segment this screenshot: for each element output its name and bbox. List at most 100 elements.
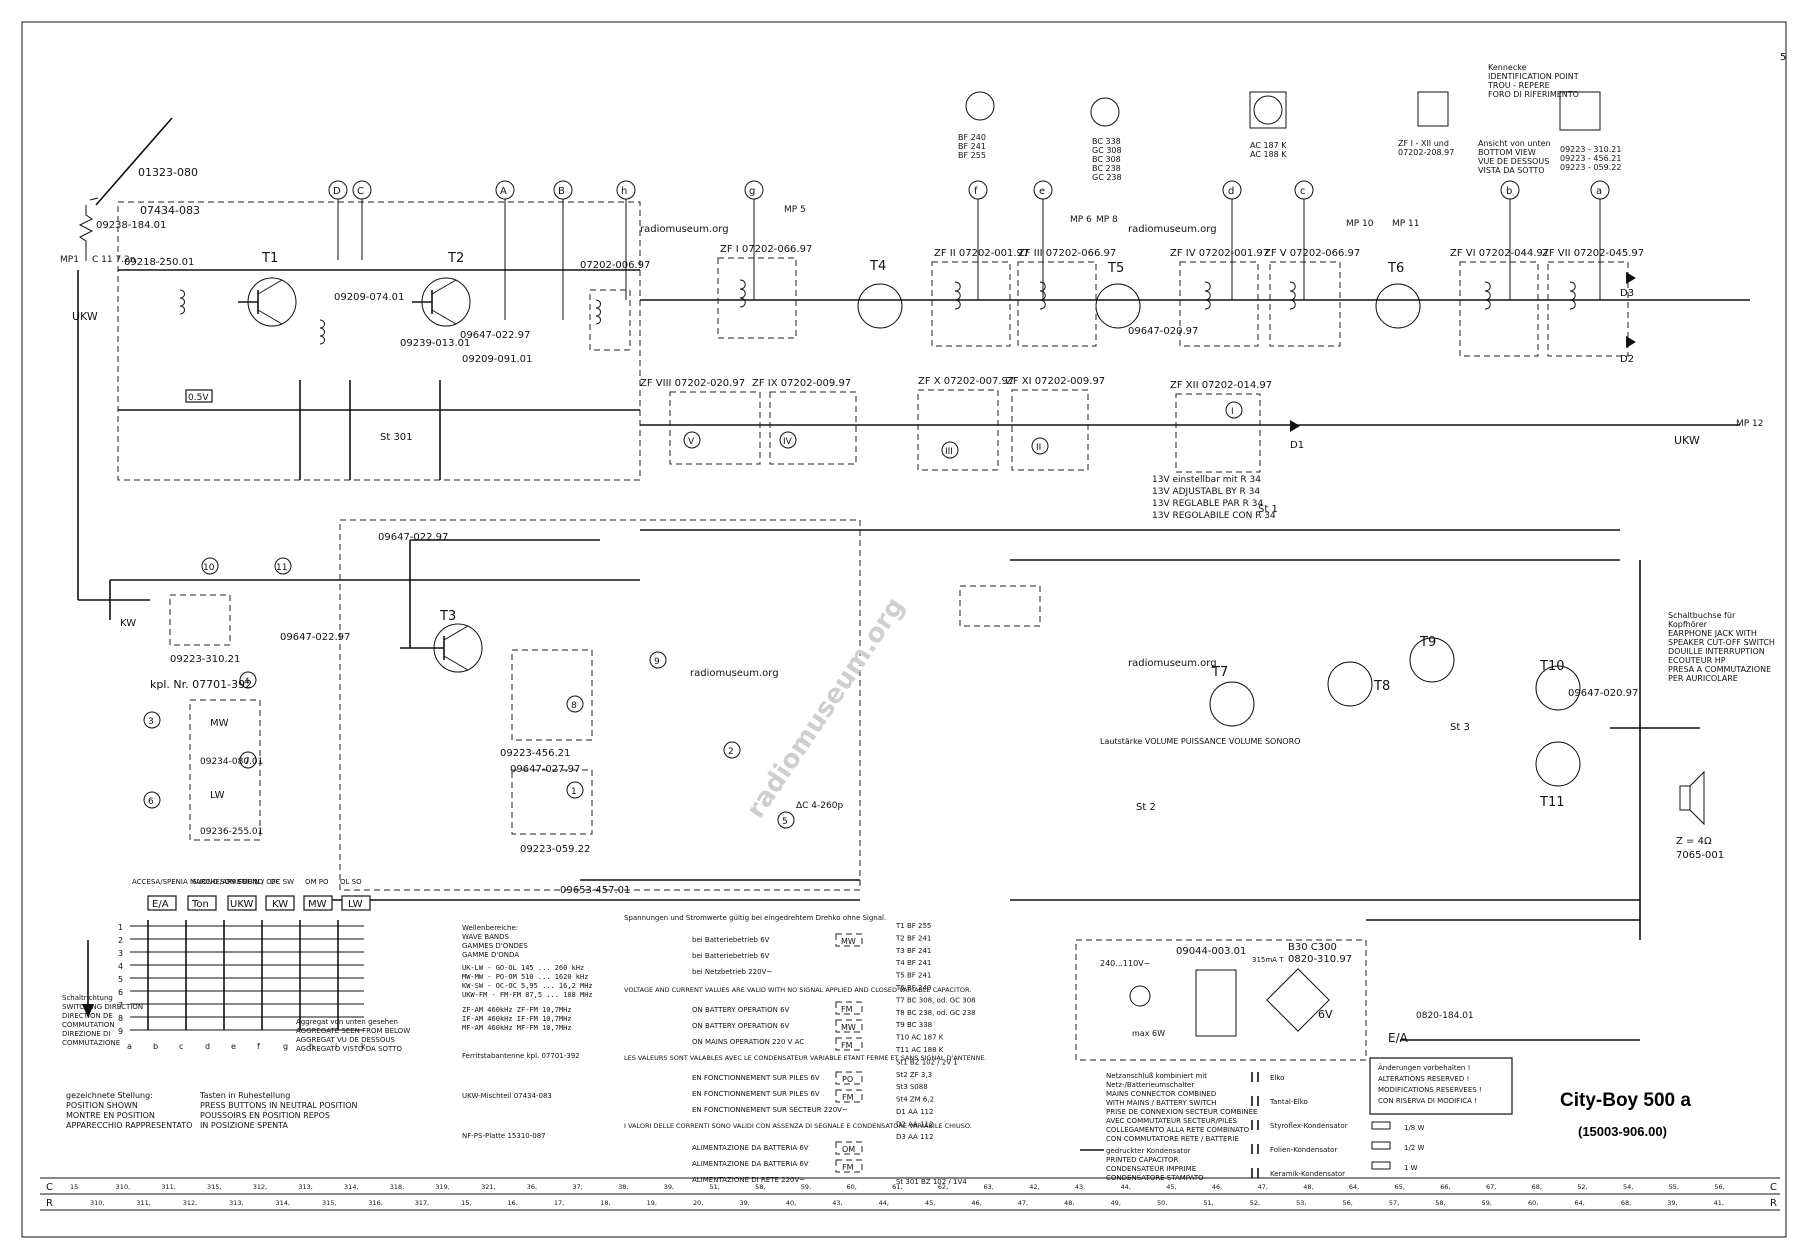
switch-row-label: 6 xyxy=(118,988,123,997)
ruler-c-value: 59, xyxy=(801,1183,811,1191)
ruler-c-value: 42, xyxy=(1029,1183,1039,1191)
zf-4-box xyxy=(1179,261,1259,347)
svg-text:LES VALEURS SONT VALABLES AVEC: LES VALEURS SONT VALABLES AVEC LE CONDEN… xyxy=(624,1054,987,1062)
zf-1-box xyxy=(717,257,797,339)
ruler-r-value: 19, xyxy=(647,1199,657,1207)
svg-text:8: 8 xyxy=(571,701,577,711)
vhf-diode: St 301 xyxy=(380,432,413,443)
osc2-coil-label: 09223-059.22 xyxy=(520,844,590,855)
svg-text:PRESS BUTTONS IN NEUTRAL POSIT: PRESS BUTTONS IN NEUTRAL POSITION xyxy=(200,1101,357,1110)
svg-text:CON COMMUTATORE RETE / BATTERI: CON COMMUTATORE RETE / BATTERIE xyxy=(1106,1135,1239,1143)
svg-text:UKW-Mischteil 07434-083: UKW-Mischteil 07434-083 xyxy=(462,1092,552,1100)
svg-text:ON MAINS OPERATION 220 V AC: ON MAINS OPERATION 220 V AC xyxy=(692,1038,804,1046)
watermark-2: radiomuseum.org xyxy=(1128,224,1217,235)
svg-text:DOUILLE INTERRUPTION: DOUILLE INTERRUPTION xyxy=(1668,647,1765,656)
model-name: City-Boy 500 a xyxy=(1560,1090,1691,1111)
svg-text:BF 240: BF 240 xyxy=(958,133,986,142)
switch-row-label: 7 xyxy=(118,1001,123,1010)
svg-text:II: II xyxy=(1036,443,1041,453)
ruler-r-value: 59, xyxy=(1482,1199,1492,1207)
transformer-label: 09044-003.01 xyxy=(1176,946,1246,957)
ruler-r-value: 46, xyxy=(971,1199,981,1207)
svg-text:EN FONCTIONNEMENT SUR PILES 6V: EN FONCTIONNEMENT SUR PILES 6V xyxy=(692,1074,820,1082)
switch-col-label: h xyxy=(309,1042,314,1051)
semi-entry: St4 ZM 6,2 xyxy=(896,1096,934,1104)
svg-text:BC 308: BC 308 xyxy=(1092,155,1121,164)
svg-text:AGGREGAT VU DE DESSOUS: AGGREGAT VU DE DESSOUS xyxy=(296,1036,395,1044)
svg-text:2: 2 xyxy=(728,747,734,757)
t10-label: T10 xyxy=(1539,659,1564,674)
svg-text:AC 187 K: AC 187 K xyxy=(1250,141,1287,150)
speaker-part: 7065-001 xyxy=(1676,850,1724,861)
t5-coil: 09647-020.97 xyxy=(1128,326,1198,337)
ruler-c-value: 310, xyxy=(116,1183,130,1191)
ruler-c-value: 66, xyxy=(1440,1183,1450,1191)
mains-note: Netzanschluß kombiniert mit Netz-/Batter… xyxy=(1080,1057,1513,1182)
ruler-r-value: 315, xyxy=(322,1199,336,1207)
svg-text:Tasten in Ruhestellung: Tasten in Ruhestellung xyxy=(199,1091,290,1100)
t11-label: T11 xyxy=(1539,795,1564,810)
svg-text:Keramik-Kondensator: Keramik-Kondensator xyxy=(1270,1170,1345,1178)
antenna-band: UKW xyxy=(72,310,98,323)
svg-text:h: h xyxy=(621,186,627,197)
svg-text:GAMMES D'ONDES: GAMMES D'ONDES xyxy=(462,942,528,950)
model-code: (15003-906.00) xyxy=(1578,1124,1667,1139)
speaker-z: Z = 4Ω xyxy=(1676,836,1712,847)
svg-text:III: III xyxy=(945,447,953,457)
svg-text:I VALORI DELLE CORRENTI SONO V: I VALORI DELLE CORRENTI SONO VALIDI CON … xyxy=(624,1122,972,1130)
svg-text:FORO DI RIFERIMENTO: FORO DI RIFERIMENTO xyxy=(1488,90,1579,99)
mp-10: MP 10 xyxy=(1346,219,1374,229)
ruler-c-value: 63, xyxy=(984,1183,994,1191)
svg-text:f: f xyxy=(974,186,978,197)
mp-11: MP 11 xyxy=(1392,219,1420,229)
kw-coil-label: 09223-310.21 xyxy=(170,654,240,665)
zf-7-label: ZF VII 07202-045.97 xyxy=(1542,248,1644,259)
var-cap-label: ΔC 4-260p xyxy=(796,801,843,811)
svg-text:PER AURICOLARE: PER AURICOLARE xyxy=(1668,674,1738,683)
svg-text:3: 3 xyxy=(148,717,154,727)
antenna-section: 01323-080 09238-184.01 C 11 7.2n MP1 UKW xyxy=(60,117,198,601)
svg-text:9: 9 xyxy=(654,657,660,667)
adjust-note-1: 13V einstellbar mit R 34 xyxy=(1152,475,1261,485)
semi-entry: T2 BF 241 xyxy=(895,934,931,942)
svg-text:MF-AM 460kHz MF-FM 10,7MHz: MF-AM 460kHz MF-FM 10,7MHz xyxy=(462,1024,572,1032)
svg-text:CONDENSATEUR IMPRIME: CONDENSATEUR IMPRIME xyxy=(1106,1165,1196,1173)
bridge-label: B30 C300 xyxy=(1288,942,1337,953)
adjust-note-2: 13V ADJUSTABL BY R 34 xyxy=(1152,487,1260,497)
if-strip: T4 T5 09647-020.97 T6 ZF I 07202-066.97 … xyxy=(640,205,1764,531)
svg-text:FM: FM xyxy=(841,1005,853,1014)
svg-text:Spannungen und Stromwerte gült: Spannungen und Stromwerte gültig bei ein… xyxy=(624,914,886,922)
adjust-note-4: 13V REGOLABILE CON R 34 xyxy=(1152,511,1276,521)
t10-coil-label: 09647-020.97 xyxy=(1568,688,1638,699)
ruler-c-value: 56, xyxy=(1714,1183,1724,1191)
svg-text:Ton: Ton xyxy=(191,899,209,910)
transistor-t4 xyxy=(857,283,903,329)
zf-3-box xyxy=(1017,261,1097,347)
ruler-c-value: 55, xyxy=(1669,1183,1679,1191)
zf-11-box xyxy=(1011,389,1089,471)
volume-label: Lautstärke VOLUME PUISSANCE VOLUME SONOR… xyxy=(1100,737,1300,746)
bridge-part-label: 0820-310.97 xyxy=(1288,954,1352,965)
svg-text:IV: IV xyxy=(783,437,793,447)
svg-text:07202-208.97: 07202-208.97 xyxy=(1398,148,1454,157)
antenna-part: 01323-080 xyxy=(138,166,198,179)
watermark-1: radiomuseum.org xyxy=(640,224,729,235)
power-supply: 09044-003.01 B30 C300 0820-310.97 240...… xyxy=(1075,919,1640,1061)
svg-text:Tantal-Elko: Tantal-Elko xyxy=(1269,1098,1308,1106)
ruler-c-label: C xyxy=(46,1182,53,1193)
ruler-c-value: 313, xyxy=(298,1183,312,1191)
ruler-c-value: 62, xyxy=(938,1183,948,1191)
svg-text:EN FONCTIONNEMENT SUR SECTEUR: EN FONCTIONNEMENT SUR SECTEUR 220V~ xyxy=(692,1106,848,1114)
adjust-note-3: 13V REGLABLE PAR R 34 xyxy=(1152,499,1263,509)
semi-entry: St 301 BZ 102 / 1V4 xyxy=(896,1178,967,1186)
svg-text:7: 7 xyxy=(244,757,250,767)
semi-entry: T11 AC 188 K xyxy=(895,1046,944,1054)
zf-1-label: ZF I 07202-066.97 xyxy=(720,244,812,255)
ruler-r-value: 311, xyxy=(136,1199,150,1207)
svg-text:AC 188 K: AC 188 K xyxy=(1250,150,1287,159)
svg-text:BF 241: BF 241 xyxy=(958,142,986,151)
ruler-c-value: 67, xyxy=(1486,1183,1496,1191)
lw-coil-label: 09236-255.01 xyxy=(200,827,263,837)
